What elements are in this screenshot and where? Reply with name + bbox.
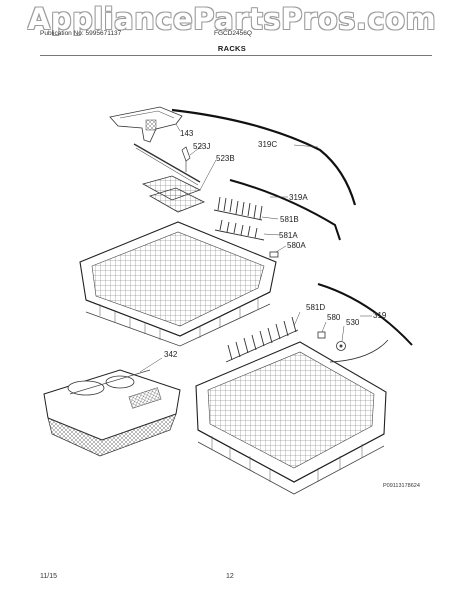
clip-part-523j bbox=[181, 146, 191, 172]
roller-part-530 bbox=[336, 341, 346, 351]
label-580: 580 bbox=[327, 313, 341, 322]
footer-date: 11/15 bbox=[40, 573, 57, 580]
upper-rack bbox=[79, 221, 277, 347]
publication-number: Publication No: 5995671137 bbox=[40, 30, 122, 37]
rail-319a bbox=[229, 179, 341, 241]
label-523j: 523J bbox=[193, 142, 210, 151]
rack-adjuster-part bbox=[109, 106, 201, 186]
section-title: RACKS bbox=[217, 44, 247, 53]
label-319a: 319A bbox=[289, 193, 308, 202]
label-143: 143 bbox=[180, 129, 194, 138]
label-319c: 319C bbox=[258, 140, 277, 149]
label-319: 319 bbox=[373, 311, 387, 320]
tine-row-581d bbox=[225, 316, 299, 363]
tine-row-581a bbox=[214, 219, 265, 241]
tine-row-581b bbox=[213, 196, 263, 221]
model-number: FGCD2456Q bbox=[214, 30, 252, 37]
label-342: 342 bbox=[164, 350, 178, 359]
header-divider bbox=[40, 55, 432, 56]
label-580a: 580A bbox=[287, 241, 306, 250]
label-581d: 581D bbox=[306, 303, 325, 312]
leader-lines bbox=[139, 123, 372, 373]
rail-319 bbox=[317, 283, 413, 346]
silverware-basket bbox=[43, 369, 181, 457]
wheel-part-580 bbox=[317, 331, 326, 339]
label-530: 530 bbox=[346, 318, 360, 327]
rail-319c bbox=[171, 108, 357, 206]
label-581b: 581B bbox=[280, 215, 299, 224]
tray-part-523b bbox=[141, 175, 205, 213]
label-523b: 523B bbox=[216, 154, 235, 163]
watermark: AppliancePartsPros.com bbox=[27, 2, 437, 36]
lower-rack bbox=[195, 339, 389, 495]
label-581a: 581A bbox=[279, 231, 298, 240]
page-number: 12 bbox=[226, 573, 234, 580]
figure-id: P09113178624 bbox=[383, 483, 420, 489]
stop-part-580a bbox=[269, 251, 279, 258]
